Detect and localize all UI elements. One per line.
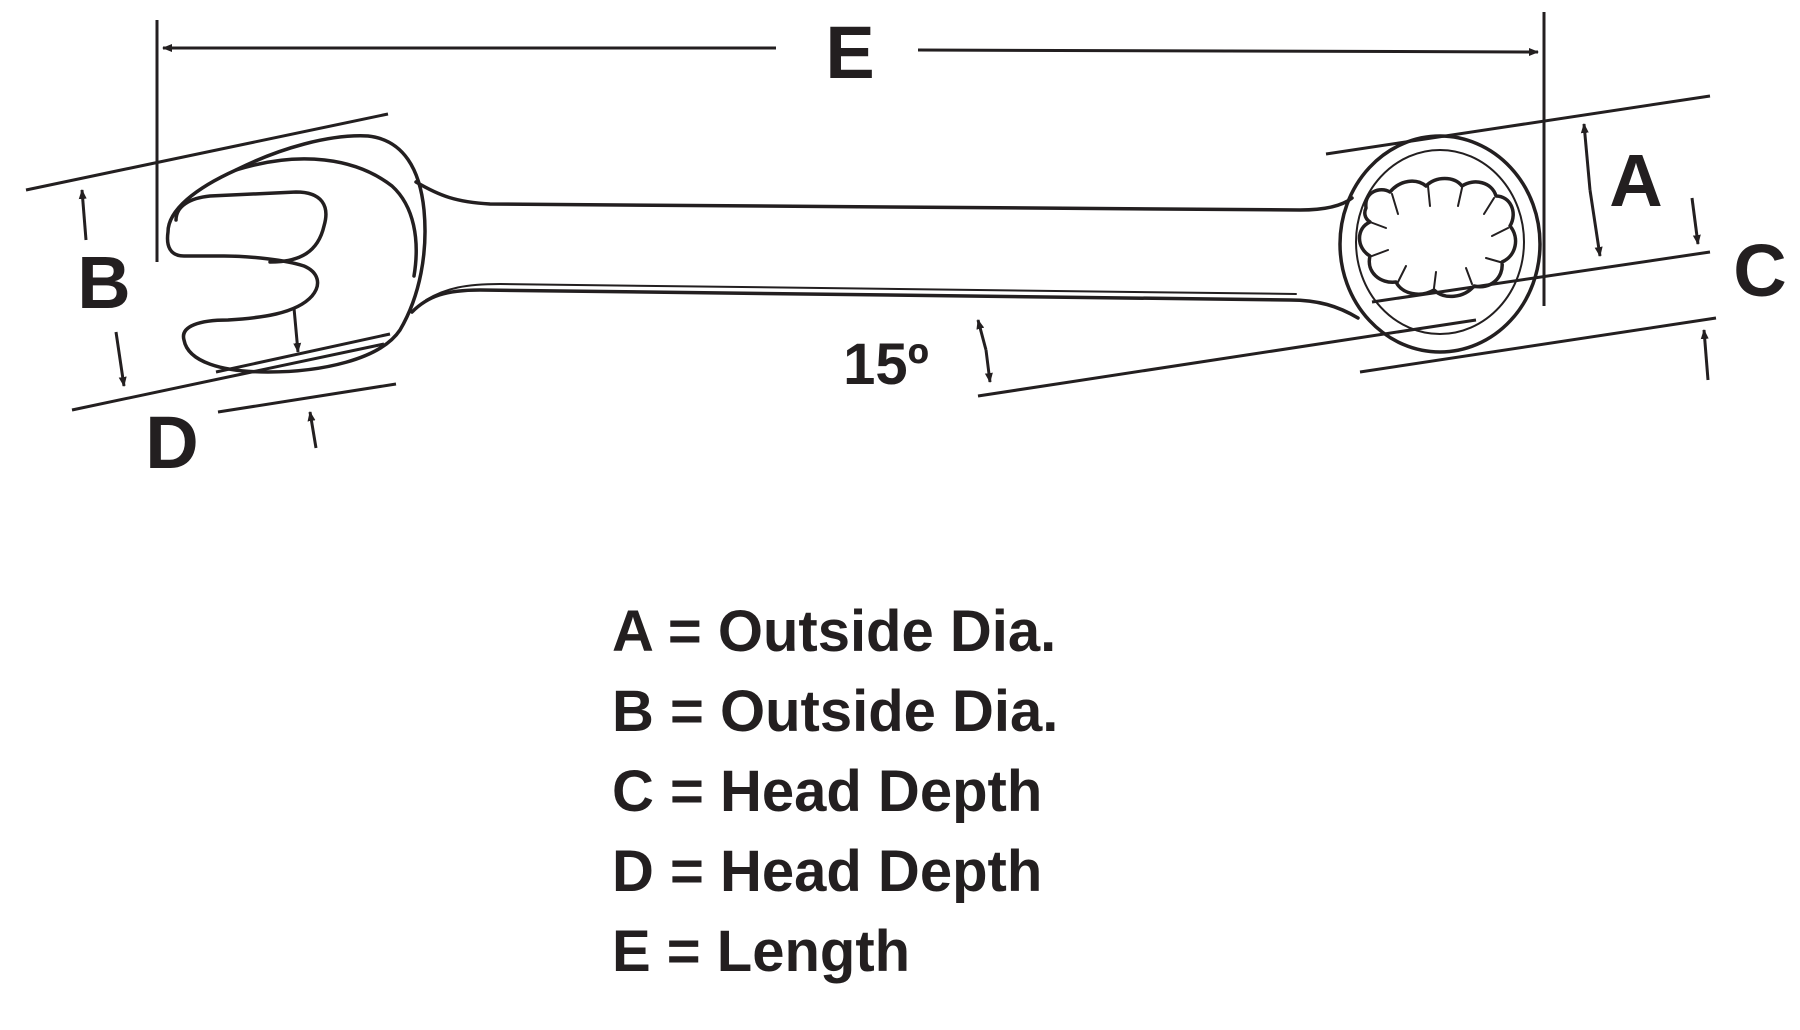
box-end-socket-ribs bbox=[1369, 185, 1509, 289]
a-arrow-up bbox=[1580, 123, 1592, 191]
label-angle: 15º bbox=[843, 332, 929, 397]
label-b: B bbox=[77, 241, 130, 324]
c-extension-bottom bbox=[1359, 316, 1717, 374]
dimension-legend: A = Outside Dia. B = Outside Dia. C = He… bbox=[612, 592, 1058, 992]
a-extension-top bbox=[1325, 94, 1711, 156]
open-end-head bbox=[165, 134, 427, 374]
box-end-ring-outer bbox=[1338, 134, 1542, 354]
a-arrow-down bbox=[1588, 189, 1603, 257]
b-arrow-down bbox=[114, 331, 127, 387]
angle-reference-line bbox=[977, 318, 1477, 398]
legend-item-e: E = Length bbox=[612, 919, 911, 984]
open-end-inner-rim bbox=[234, 157, 418, 278]
handle-lower-edge bbox=[410, 288, 1360, 320]
d-extension-top bbox=[215, 332, 391, 374]
d-arrow-down bbox=[292, 307, 302, 353]
label-a: A bbox=[1609, 139, 1662, 222]
e-dimension-line-right bbox=[917, 47, 1539, 56]
legend-item-c: C = Head Depth bbox=[612, 759, 1043, 824]
c-arrow-up bbox=[1700, 329, 1710, 381]
b-extension-top bbox=[25, 112, 389, 192]
handle-inner-line bbox=[425, 283, 1297, 301]
open-end-jaw bbox=[174, 190, 328, 264]
angle-arrow-up bbox=[976, 319, 988, 351]
label-d: D bbox=[145, 401, 198, 484]
d-arrow-up bbox=[307, 411, 318, 449]
b-arrow-up bbox=[78, 189, 88, 241]
legend-item-b: B = Outside Dia. bbox=[612, 679, 1059, 744]
legend-item-a: A = Outside Dia. bbox=[612, 599, 1057, 664]
a-extension-bottom bbox=[1371, 250, 1711, 304]
box-end-twelve-point-socket bbox=[1357, 176, 1518, 299]
wrench-outline bbox=[165, 134, 1542, 374]
angle-arrow-down bbox=[984, 349, 993, 383]
label-c: C bbox=[1733, 229, 1786, 312]
dimension-lines bbox=[25, 12, 1717, 449]
c-arrow-down bbox=[1690, 197, 1701, 245]
b-extension-bottom bbox=[71, 342, 385, 412]
label-e: E bbox=[825, 11, 874, 94]
legend-item-d: D = Head Depth bbox=[612, 839, 1043, 904]
handle-upper-edge bbox=[414, 180, 1354, 212]
box-end-ring-inner bbox=[1355, 149, 1525, 335]
d-extension-bottom bbox=[217, 382, 397, 414]
